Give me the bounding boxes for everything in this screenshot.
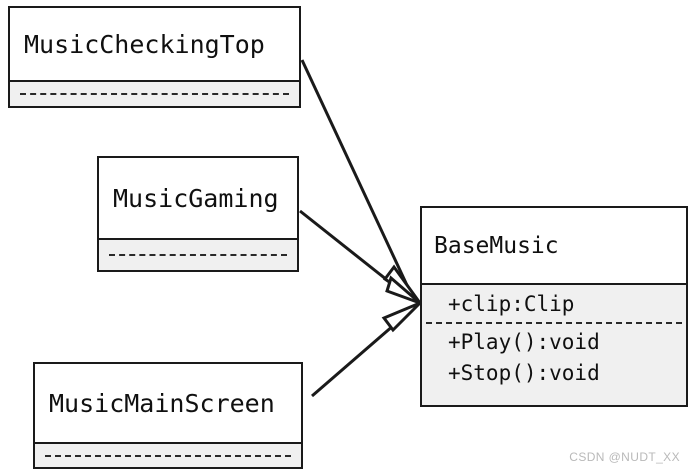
class-name-compartment: MusicGaming <box>99 158 297 238</box>
uml-class-music-main-screen[interactable]: MusicMainScreen <box>33 362 303 469</box>
members-compartment <box>99 240 297 270</box>
members-compartment: +clip:Clip +Play():void +Stop():void <box>422 285 686 405</box>
compartment-divider <box>422 283 686 285</box>
generalization-arrowhead-middle <box>385 275 421 305</box>
compartment-divider <box>35 442 301 444</box>
empty-members-dashed-rule <box>20 93 289 95</box>
operation-item: +Stop():void <box>448 360 600 385</box>
operations-block: +Play():void +Stop():void <box>422 324 686 392</box>
generalization-line-music-checking-top <box>300 59 414 297</box>
class-name-compartment: MusicCheckingTop <box>10 8 299 80</box>
attributes-block: +clip:Clip <box>422 285 686 322</box>
watermark-label: CSDN @NUDT_XX <box>569 450 680 464</box>
class-name-label: MusicCheckingTop <box>24 29 265 59</box>
uml-class-music-gaming[interactable]: MusicGaming <box>97 156 299 272</box>
attribute-item: +clip:Clip <box>448 292 575 316</box>
members-compartment <box>10 82 299 106</box>
compartment-divider <box>99 238 297 240</box>
uml-class-music-checking-top[interactable]: MusicCheckingTop <box>8 6 301 108</box>
class-name-label: BaseMusic <box>434 232 559 259</box>
uml-class-base-music[interactable]: BaseMusic +clip:Clip +Play():void +Stop(… <box>420 206 688 407</box>
class-name-label: MusicGaming <box>113 183 279 213</box>
generalization-arrowhead-lower <box>381 301 422 333</box>
class-name-compartment: BaseMusic <box>422 208 686 283</box>
operation-item: +Play():void <box>448 330 600 355</box>
members-compartment <box>35 444 301 467</box>
class-name-compartment: MusicMainScreen <box>35 364 301 442</box>
empty-members-dashed-rule <box>109 254 287 256</box>
empty-members-dashed-rule <box>45 454 291 457</box>
compartment-divider <box>10 80 299 82</box>
class-name-label: MusicMainScreen <box>49 388 275 418</box>
attributes-operations-separator <box>426 322 682 325</box>
